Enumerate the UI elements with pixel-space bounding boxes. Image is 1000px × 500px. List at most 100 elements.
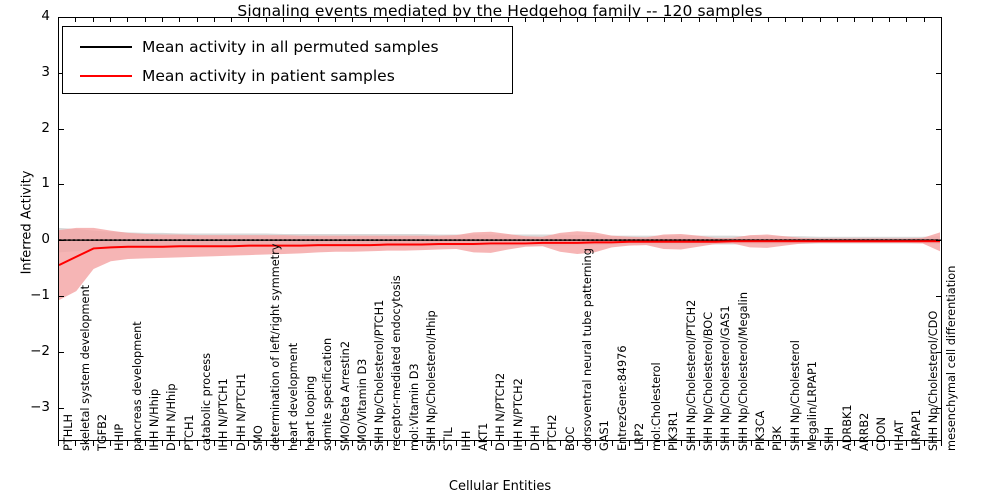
x-tick-mark xyxy=(819,17,821,22)
x-tick-label: PI3K xyxy=(771,426,785,451)
x-tick-label: pancreas development xyxy=(130,321,144,451)
x-tick-mark xyxy=(698,441,700,446)
x-tick-label: SHH Np/Cholesterol/BOC xyxy=(702,311,716,451)
x-tick-label: DHH N/PTCH2 xyxy=(494,372,508,451)
x-tick-mark xyxy=(542,17,544,22)
x-tick-mark xyxy=(213,17,215,22)
legend-item-permuted: Mean activity in all permuted samples xyxy=(71,32,504,61)
x-tick-mark xyxy=(525,17,527,22)
x-tick-label: SHH Np/Cholesterol/PTCH1 xyxy=(373,299,387,451)
x-tick-label: SHH Np/Cholesterol/CDO xyxy=(927,310,941,451)
chart-title: Signaling events mediated by the Hedgeho… xyxy=(237,2,763,20)
x-tick-mark xyxy=(508,441,510,446)
x-tick-mark xyxy=(352,17,354,22)
x-tick-mark xyxy=(837,17,839,22)
x-tick-label: SHH Np/Cholesterol/PTCH2 xyxy=(684,299,698,451)
x-tick-label: mol:Vitamin D3 xyxy=(407,363,421,451)
x-tick-label: SHH Np/Cholesterol/Megalin xyxy=(736,292,750,451)
x-tick-label: PIK3R1 xyxy=(667,411,681,451)
x-tick-mark xyxy=(352,441,354,446)
x-tick-label: catabolic process xyxy=(200,352,213,451)
legend-label-permuted: Mean activity in all permuted samples xyxy=(142,37,439,56)
x-tick-mark xyxy=(161,17,163,22)
x-tick-mark xyxy=(109,441,111,446)
patient-band xyxy=(59,227,941,301)
series-lines xyxy=(59,239,941,266)
y-tick-label: −2 xyxy=(30,342,50,359)
x-tick-mark xyxy=(871,441,873,446)
x-tick-mark xyxy=(231,17,233,22)
x-tick-label: heart development xyxy=(286,342,300,451)
x-tick-mark xyxy=(612,17,614,22)
x-tick-mark xyxy=(248,17,250,22)
x-tick-mark xyxy=(335,441,337,446)
x-tick-label: SMO/beta Arrestin2 xyxy=(338,340,352,451)
x-tick-mark xyxy=(837,441,839,446)
x-tick-mark xyxy=(300,441,302,446)
chart-legend: Mean activity in all permuted samples Me… xyxy=(62,26,513,94)
x-tick-mark xyxy=(681,441,683,446)
x-tick-mark xyxy=(525,441,527,446)
legend-item-patient: Mean activity in patient samples xyxy=(71,61,504,90)
x-tick-mark xyxy=(386,17,388,22)
x-tick-label: SHH Np/Cholesterol/Hhip xyxy=(425,310,439,451)
x-tick-mark xyxy=(196,17,198,22)
x-tick-mark xyxy=(231,441,233,446)
x-tick-label: DHH N/PTCH1 xyxy=(234,372,248,451)
x-tick-label: PTCH1 xyxy=(182,414,196,451)
x-tick-label: EntrezGene:84976 xyxy=(615,345,629,451)
x-tick-mark xyxy=(404,441,406,446)
x-tick-mark xyxy=(560,441,562,446)
x-tick-mark xyxy=(906,17,908,22)
x-tick-label: IHH N/Hhip xyxy=(148,388,162,451)
x-tick-mark xyxy=(369,17,371,22)
x-tick-mark xyxy=(785,441,787,446)
x-tick-mark xyxy=(265,17,267,22)
patient-mean-line xyxy=(59,240,941,266)
x-tick-mark xyxy=(369,441,371,446)
x-tick-label: LRP2 xyxy=(632,422,646,451)
x-tick-label: SMO/Vitamin D3 xyxy=(355,358,369,451)
y-axis-label: Inferred Activity xyxy=(19,170,35,275)
x-tick-mark xyxy=(508,17,510,22)
x-tick-mark xyxy=(941,17,942,22)
x-tick-mark xyxy=(490,441,492,446)
confidence-bands xyxy=(59,227,941,301)
x-tick-mark xyxy=(698,17,700,22)
x-tick-label: receptor-mediated endocytosis xyxy=(390,275,404,451)
x-tick-mark xyxy=(681,17,683,22)
x-tick-mark xyxy=(265,441,267,446)
x-tick-mark xyxy=(594,441,596,446)
plot-svg xyxy=(59,227,941,301)
x-tick-mark xyxy=(161,441,163,446)
x-tick-mark xyxy=(300,17,302,22)
x-tick-mark xyxy=(767,17,769,22)
x-tick-mark xyxy=(421,17,423,22)
x-tick-label: TGFB2 xyxy=(96,413,110,451)
x-tick-mark xyxy=(542,441,544,446)
x-tick-mark xyxy=(923,17,925,22)
x-tick-label: STIL xyxy=(442,427,456,451)
x-tick-mark xyxy=(906,441,908,446)
x-tick-mark xyxy=(767,441,769,446)
x-tick-mark xyxy=(283,441,285,446)
x-tick-mark xyxy=(144,17,146,22)
x-tick-mark xyxy=(802,441,804,446)
x-tick-mark xyxy=(733,441,735,446)
x-tick-label: HHAT xyxy=(892,420,906,451)
x-tick-mark xyxy=(646,17,648,22)
x-tick-mark xyxy=(248,441,250,446)
x-tick-mark xyxy=(941,441,942,446)
x-tick-mark xyxy=(127,17,129,22)
x-tick-mark xyxy=(854,17,856,22)
x-tick-mark xyxy=(144,441,146,446)
x-tick-mark xyxy=(889,17,891,22)
x-tick-mark xyxy=(715,441,717,446)
x-tick-mark xyxy=(750,17,752,22)
x-tick-mark xyxy=(750,441,752,446)
x-tick-mark xyxy=(889,441,891,446)
x-tick-label: IHH N/PTCH1 xyxy=(217,378,231,451)
x-tick-mark xyxy=(75,17,77,22)
legend-swatch-permuted xyxy=(80,45,132,48)
